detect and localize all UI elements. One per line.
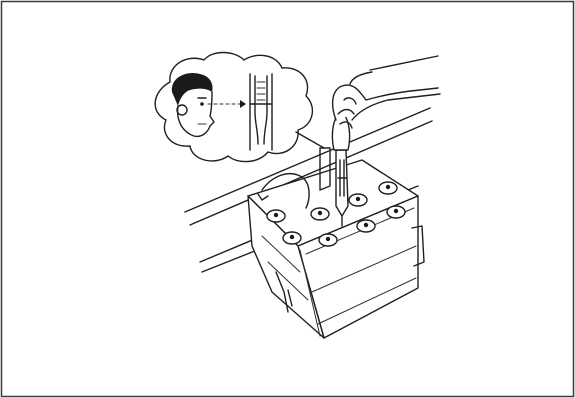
hand-icon [333, 56, 440, 128]
thought-bubble [155, 53, 324, 162]
